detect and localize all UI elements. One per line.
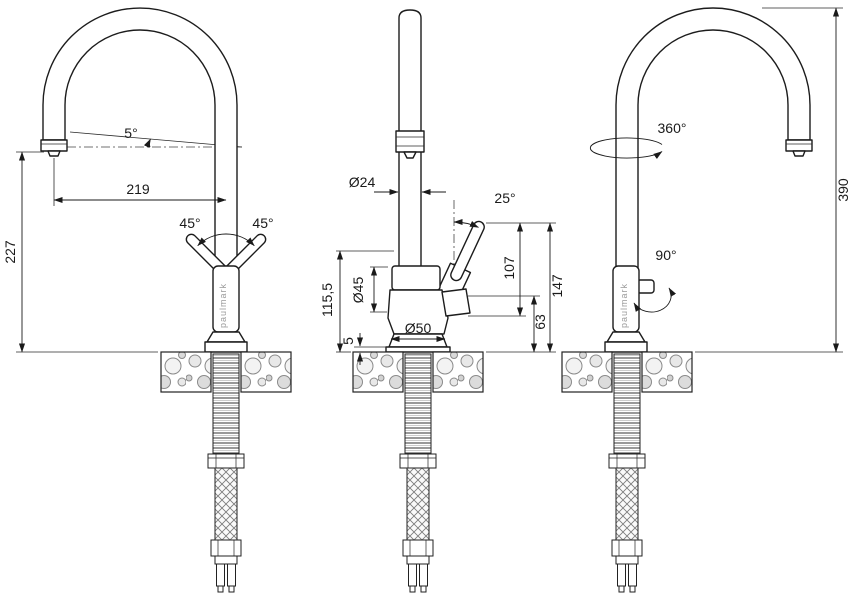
dim-label-diameter-50: Ø50 — [405, 320, 432, 336]
dimensions-right-view: 360° 90° 390 — [589, 7, 851, 353]
dim-label-handle-angle-25: 25° — [494, 190, 515, 206]
angle-arc-25 — [453, 218, 479, 228]
faucet-front-view: Ø24 25° 115,5 Ø45 Ø50 5 107 63 — [319, 9, 565, 593]
faucet-right-side-view: paulmark 360° 90° 390 — [561, 7, 851, 593]
angle-arc-5deg — [143, 138, 151, 149]
side-outlet-front — [441, 288, 471, 317]
base-plate-front — [385, 346, 451, 353]
upper-body-front — [391, 265, 441, 291]
mounting-hardware-left — [160, 351, 292, 593]
dim-label-total-height-390: 390 — [835, 178, 851, 202]
base-plate-left — [204, 341, 248, 353]
rotation-arc-90 — [633, 287, 677, 313]
mounting-hardware-front — [352, 351, 484, 593]
dim-label-handle-rotation-90: 90° — [655, 247, 676, 263]
base-flange-left — [206, 331, 246, 343]
aerator-right — [785, 139, 813, 157]
angle-arc-45-right — [225, 233, 255, 247]
dim-label-handle-45-left: 45° — [179, 215, 200, 231]
dim-label-height-115-5: 115,5 — [319, 283, 335, 317]
faucet-left-side-view: paulmark 5° 219 227 45° 45° — [2, 7, 292, 593]
brand-logo-left: paulmark — [218, 283, 228, 328]
dim-label-diameter-24: Ø24 — [349, 174, 376, 190]
dim-label-handle-45-right: 45° — [252, 215, 273, 231]
base-flange-right — [606, 331, 646, 343]
dimensions-left-view: 5° 219 227 45° 45° — [2, 125, 274, 353]
brand-logo-right: paulmark — [619, 283, 629, 328]
dim-label-height-227: 227 — [2, 240, 18, 264]
dim-label-diameter-45: Ø45 — [350, 277, 366, 304]
handle-lever-front — [450, 220, 485, 282]
dim-label-reach-219: 219 — [126, 181, 150, 197]
aerator-left — [40, 139, 68, 157]
dim-label-height-107: 107 — [501, 256, 517, 280]
spout-angle-reference-line — [69, 131, 243, 148]
gooseneck-spout-left — [42, 7, 238, 269]
angle-arc-45-left — [197, 233, 227, 247]
dim-label-base-height-5: 5 — [340, 337, 356, 345]
spout-tip-front — [395, 130, 425, 159]
dim-label-height-63: 63 — [532, 314, 548, 330]
swivel-arrow-360 — [589, 137, 663, 159]
mounting-hardware-right — [561, 351, 693, 593]
dim-label-height-147: 147 — [549, 274, 565, 298]
gooseneck-spout-right — [615, 7, 811, 269]
dim-label-spout-angle: 5° — [124, 125, 137, 141]
valve-body-front — [387, 289, 449, 335]
base-plate-right — [604, 341, 648, 353]
dimensions-front-view: Ø24 25° 115,5 Ø45 Ø50 5 107 63 — [319, 174, 565, 365]
dim-label-swivel-360: 360° — [658, 120, 687, 136]
